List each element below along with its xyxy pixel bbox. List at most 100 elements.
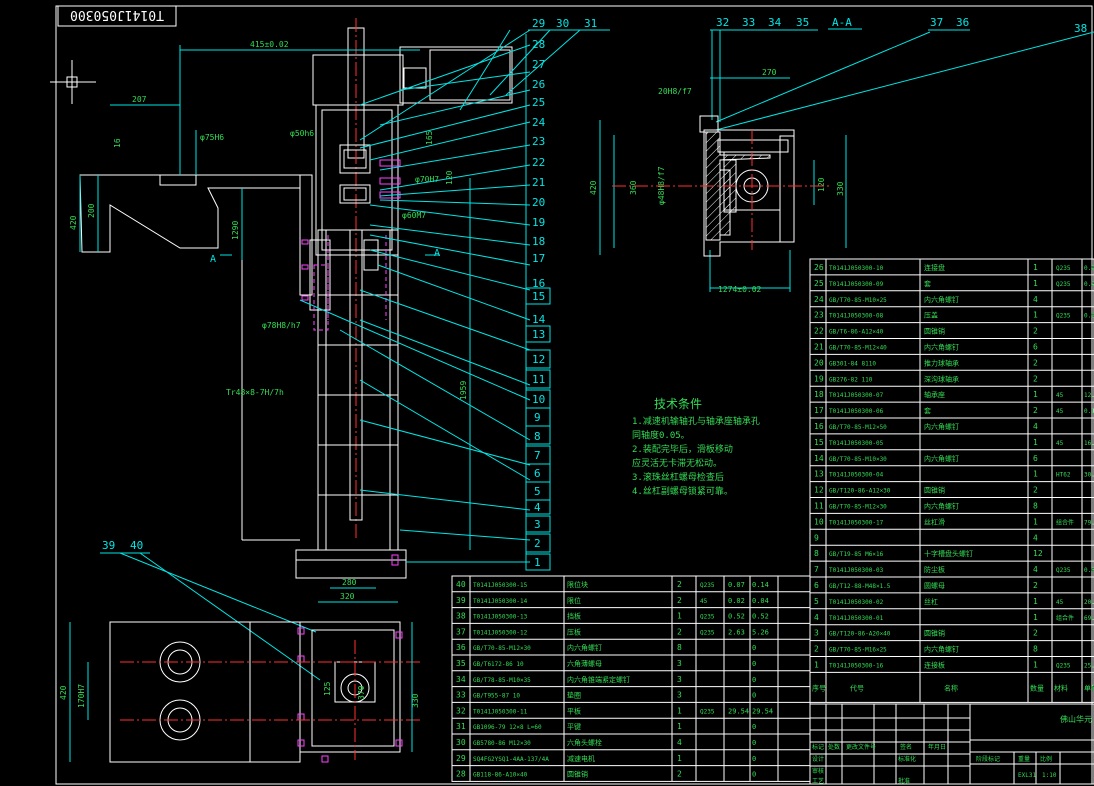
bom-bottom-name: 内六角锥端紧定螺钉 bbox=[567, 675, 630, 684]
bom-right-weight: 25.6 bbox=[1084, 663, 1094, 670]
svg-text:24: 24 bbox=[532, 116, 546, 129]
bom-right-material: 组合件 bbox=[1056, 614, 1074, 622]
svg-text:27: 27 bbox=[532, 58, 545, 71]
bom-right-qty: 1 bbox=[1033, 390, 1038, 399]
bom-bottom-name: 平板 bbox=[567, 706, 581, 715]
bom-bottom-index: 30 bbox=[456, 738, 466, 747]
title-cell: 工艺 bbox=[812, 777, 824, 785]
bom-right-index: 24 bbox=[814, 295, 824, 304]
dim-207: 207 bbox=[132, 95, 147, 104]
bom-right-weight: 0.0 bbox=[1084, 567, 1094, 574]
svg-text:6: 6 bbox=[534, 467, 541, 480]
bom-right-index: 3 bbox=[814, 629, 819, 638]
bom-right-index: 8 bbox=[814, 549, 819, 558]
bom-bottom-code: GB/T78-85-M10×35 bbox=[473, 677, 531, 684]
svg-text:12: 12 bbox=[532, 353, 545, 366]
title-cell: 标记 bbox=[812, 743, 824, 751]
svg-text:38: 38 bbox=[1074, 22, 1087, 35]
bom-bottom-code: GB5780-86 M12×30 bbox=[473, 740, 531, 747]
bom-right-qty: 1 bbox=[1033, 470, 1038, 479]
title-code: EXL31 bbox=[1018, 772, 1036, 779]
bom-bottom-name: 垫圈 bbox=[567, 691, 581, 700]
svg-text:1: 1 bbox=[534, 556, 541, 569]
bom-bottom-material: Q235 bbox=[700, 708, 715, 715]
bom-bottom-unit-weight: 29.54 bbox=[728, 707, 749, 715]
bom-right-qty: 8 bbox=[1033, 645, 1038, 654]
bom-bottom-total-weight: 0 bbox=[752, 723, 756, 731]
dim-phi70: φ70H7 bbox=[415, 175, 439, 184]
bom-right-qty: 2 bbox=[1033, 374, 1038, 383]
bom-right-qty: 1 bbox=[1033, 661, 1038, 670]
svg-text:20: 20 bbox=[532, 196, 545, 209]
svg-text:15: 15 bbox=[532, 290, 545, 303]
bom-right-name: 压盖 bbox=[924, 311, 938, 320]
svg-text:3: 3 bbox=[534, 518, 541, 531]
bom-right-code: T0141J050300-10 bbox=[829, 265, 884, 272]
bom-right-code: GB/T70-85-M12×30 bbox=[829, 504, 887, 511]
bom-right-code: T0141J050300-05 bbox=[829, 440, 884, 447]
bom-right-qty: 6 bbox=[1033, 343, 1038, 352]
bom-bottom-code: GB/T955-87 10 bbox=[473, 693, 520, 700]
title-cell: 重量 bbox=[1018, 755, 1030, 763]
bom-right-index: 15 bbox=[814, 438, 824, 447]
bom-bottom-qty: 3 bbox=[677, 659, 682, 668]
bom-right-name: 圆锥销 bbox=[924, 486, 945, 495]
svg-text:18: 18 bbox=[532, 235, 545, 248]
bom-right-code: T0141J050300-16 bbox=[829, 663, 884, 670]
title-cell: 比例 bbox=[1040, 755, 1052, 763]
svg-text:5: 5 bbox=[534, 485, 541, 498]
svg-text:23: 23 bbox=[532, 135, 545, 148]
bom-bottom-total-weight: 0.14 bbox=[752, 581, 769, 589]
bom-right-qty: 1 bbox=[1033, 263, 1038, 272]
bom-bottom-name: 六角头螺栓 bbox=[567, 738, 602, 747]
bom-right-index: 12 bbox=[814, 486, 824, 495]
bom-bottom-code: T0141J050300-11 bbox=[473, 708, 528, 715]
bom-right-code: GB/T6-86-A12×40 bbox=[829, 329, 884, 336]
bom-bottom-name: 平键 bbox=[567, 722, 581, 731]
bom-right-header: 代号 bbox=[850, 683, 864, 692]
dim-phi50: φ50h6 bbox=[290, 129, 314, 138]
section-view-aa: A-A 32 33 34 35 37 36 38 270 20H8/f7 420… bbox=[589, 16, 1094, 294]
bom-right-material: Q235 bbox=[1056, 281, 1071, 288]
dim-420b: 420 bbox=[589, 180, 598, 195]
title-cell: 设计 bbox=[812, 755, 824, 763]
bom-right-code: GB/T70-85-M10×30 bbox=[829, 456, 887, 463]
svg-text:4: 4 bbox=[534, 501, 541, 514]
dim-phi78: φ78H8/h7 bbox=[262, 321, 301, 330]
bom-bottom-qty: 4 bbox=[677, 738, 682, 747]
svg-text:39: 39 bbox=[102, 539, 115, 552]
bom-bottom-index: 28 bbox=[456, 770, 466, 779]
bom-right-index: 14 bbox=[814, 454, 824, 463]
svg-text:22: 22 bbox=[532, 156, 545, 169]
bom-bottom-code: T0141J050300-15 bbox=[473, 582, 528, 589]
bom-bottom-code: T0141J050300-14 bbox=[473, 598, 528, 605]
svg-text:3.滚珠丝杠螺母检查后: 3.滚珠丝杠螺母检查后 bbox=[632, 471, 724, 483]
bom-right-name: 内六角螺钉 bbox=[924, 454, 959, 463]
bom-right-name: 圆锥销 bbox=[924, 629, 945, 638]
bom-right-weight: 0.1 bbox=[1084, 408, 1094, 415]
bom-right-index: 20 bbox=[814, 358, 824, 367]
dim-1290: 1290 bbox=[231, 221, 240, 240]
dim-125: 125 bbox=[323, 681, 332, 696]
svg-text:36: 36 bbox=[956, 16, 969, 29]
title-cell: 年月日 bbox=[928, 743, 946, 751]
bom-right-qty: 4 bbox=[1033, 295, 1038, 304]
svg-text:应灵活无卡滞无松动。: 应灵活无卡滞无松动。 bbox=[632, 457, 722, 469]
bom-bottom-material: 45 bbox=[700, 598, 708, 605]
bom-bottom-name: 压板 bbox=[567, 627, 581, 636]
bom-bottom-total-weight: 0 bbox=[752, 692, 756, 700]
bom-bottom-total-weight: 0 bbox=[752, 771, 756, 779]
bom-right-code: GB/T120-86-A12×30 bbox=[829, 488, 891, 495]
bom-right-qty: 1 bbox=[1033, 438, 1038, 447]
dim-420: 420 bbox=[69, 215, 78, 230]
bom-right-code: GB301-84 8110 bbox=[829, 360, 876, 367]
svg-text:8: 8 bbox=[534, 430, 541, 443]
drawing-frame: T0141J050300 bbox=[50, 5, 1093, 785]
bom-bottom-qty: 2 bbox=[677, 770, 682, 779]
bom-right-name: 连接盘 bbox=[924, 263, 945, 272]
dim-120b: 120 bbox=[817, 177, 826, 192]
bom-bottom-index: 39 bbox=[456, 596, 466, 605]
bom-right-name: 内六角螺钉 bbox=[924, 295, 959, 304]
bom-right-qty: 12 bbox=[1033, 549, 1043, 558]
bom-right-qty: 4 bbox=[1033, 533, 1038, 542]
